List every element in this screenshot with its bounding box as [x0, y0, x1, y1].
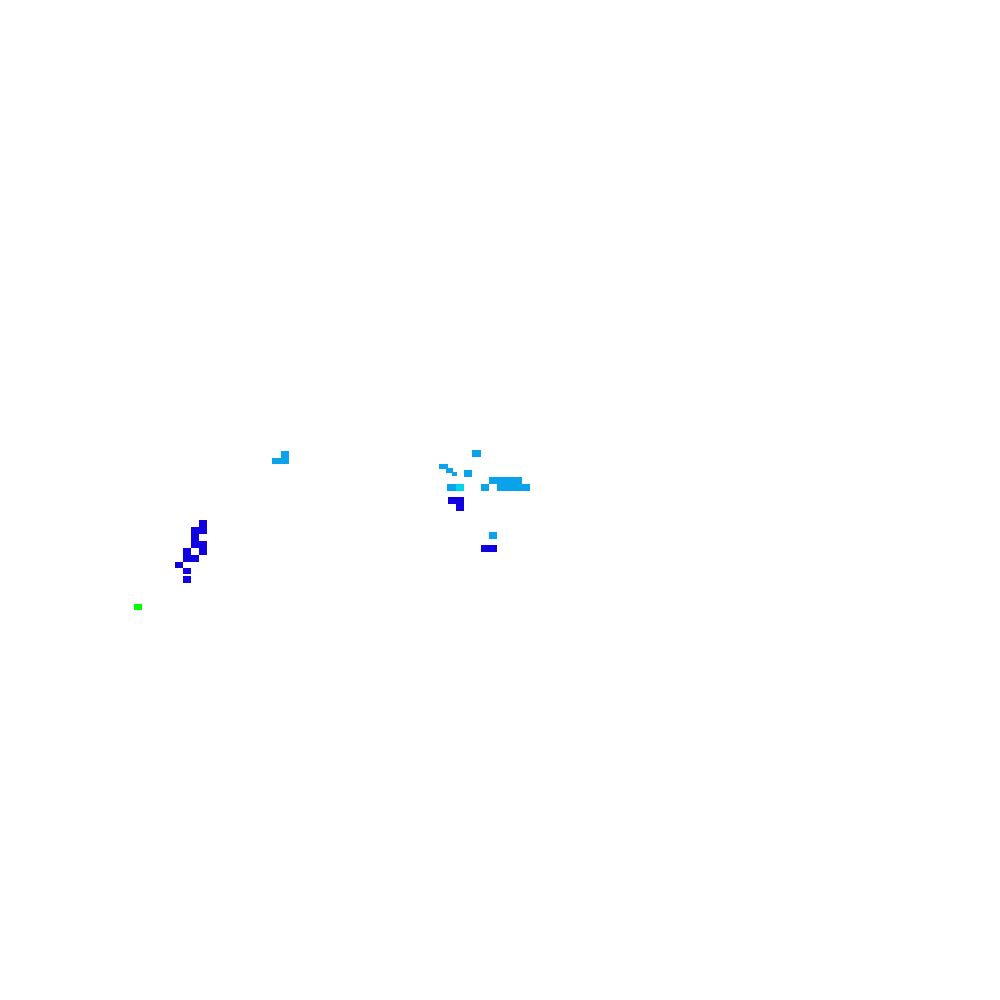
sky-blue-cluster-upper-cell	[281, 451, 289, 458]
dark-blue-cluster-left-cell	[175, 562, 183, 568]
sky-blue-cluster-center-cell	[446, 468, 453, 473]
dark-blue-cluster-center-cell	[456, 504, 464, 511]
dark-blue-cluster-left-cell	[183, 555, 199, 562]
dark-blue-cluster-left-cell	[183, 548, 191, 555]
sky-blue-cluster-upper-cell	[272, 458, 289, 464]
sky-blue-cluster-center-cell	[472, 450, 481, 457]
sky-blue-cluster-center-cell	[489, 532, 497, 539]
dark-blue-cluster-left-cell	[191, 534, 199, 541]
dark-blue-cluster-left-cell	[183, 576, 191, 583]
green-marker-cell	[134, 604, 142, 610]
dark-blue-cluster-center-cell	[448, 497, 464, 504]
dark-blue-cluster-left-cell	[199, 548, 207, 555]
dark-blue-cluster-left-cell	[183, 568, 191, 574]
dark-blue-cluster-left-cell	[199, 520, 207, 528]
sky-blue-cluster-center-cell	[497, 484, 530, 491]
sky-blue-cluster-center-cell	[481, 484, 489, 491]
dark-blue-cluster-left-cell	[191, 527, 207, 534]
dark-blue-cluster-left-cell	[191, 541, 207, 548]
dark-blue-cluster-center-cell	[481, 545, 497, 552]
sky-blue-cluster-center-cell	[464, 470, 472, 477]
sky-blue-cluster-center-cell	[489, 477, 522, 484]
sky-blue-cluster-center-cell	[452, 472, 457, 476]
cyan-marker-cell	[456, 484, 464, 491]
sky-blue-cluster-center-cell	[447, 484, 456, 491]
sky-blue-cluster-center-cell	[439, 464, 448, 469]
